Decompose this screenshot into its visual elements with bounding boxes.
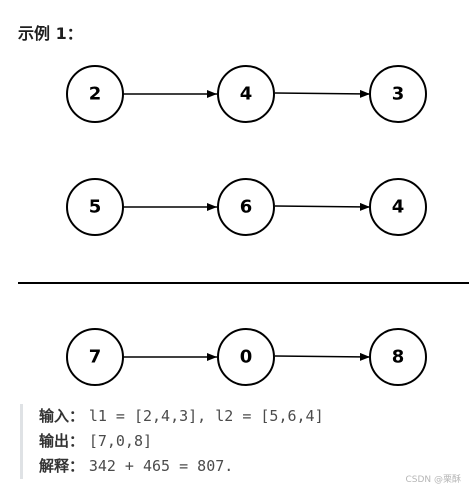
node-l1-3-value: 3 <box>392 84 405 105</box>
example-quote-block: 输入： l1 = [2,4,3], l2 = [5,6,4] 输出： [7,0,… <box>20 404 459 479</box>
example-heading: 示例 1： <box>18 24 83 43</box>
node-result-3-value: 8 <box>392 347 405 368</box>
explain-value: 342 + 465 = 807. <box>88 457 234 475</box>
list-l2: 5 6 4 <box>66 178 427 236</box>
node-result-1-value: 7 <box>89 347 102 368</box>
node-l1-2-value: 4 <box>240 84 253 105</box>
input-colon: ： <box>69 407 85 425</box>
list-result: 7 0 8 <box>66 328 427 386</box>
output-value: [7,0,8] <box>88 432 153 450</box>
list-l1: 2 4 3 <box>66 65 427 123</box>
output-colon: ： <box>69 432 85 450</box>
node-l2-1 <box>66 178 124 236</box>
node-l2-2-value: 6 <box>240 197 253 218</box>
explain-label: 解释 <box>39 457 70 475</box>
node-l1-1-value: 2 <box>89 84 102 105</box>
csdn-watermark: CSDN @栗酥 <box>405 475 461 485</box>
node-l1-3 <box>369 65 427 123</box>
explain-colon: ： <box>69 457 85 475</box>
node-result-1 <box>66 328 124 386</box>
arrow-l1-2-3 <box>274 89 371 98</box>
node-l2-1-value: 5 <box>89 197 102 218</box>
node-result-2 <box>217 328 275 386</box>
node-l2-3-value: 4 <box>392 197 405 218</box>
node-l2-3 <box>369 178 427 236</box>
node-l1-1 <box>66 65 124 123</box>
input-label: 输入 <box>39 407 70 425</box>
node-l1-2 <box>217 65 275 123</box>
node-result-2-value: 0 <box>240 347 253 368</box>
example-explain-line: 解释： 342 + 465 = 807. <box>39 454 459 479</box>
output-label: 输出 <box>39 432 70 450</box>
example-output-line: 输出： [7,0,8] <box>39 429 459 454</box>
node-l2-2 <box>217 178 275 236</box>
input-value: l1 = [2,4,3], l2 = [5,6,4] <box>88 407 324 425</box>
node-result-3 <box>369 328 427 386</box>
example-input-line: 输入： l1 = [2,4,3], l2 = [5,6,4] <box>39 404 459 429</box>
arrow-l2-2-3 <box>274 202 371 211</box>
arrow-result-2-3 <box>274 352 371 361</box>
